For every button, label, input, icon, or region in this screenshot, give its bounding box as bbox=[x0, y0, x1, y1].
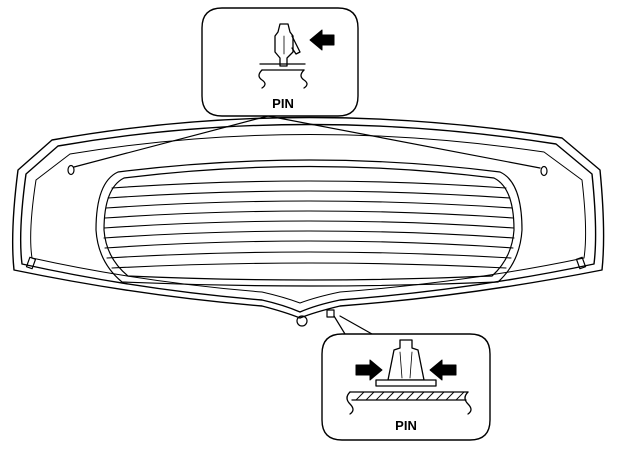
push-arrow-right-icon bbox=[429, 359, 457, 381]
pin-clip-side-icon bbox=[258, 23, 308, 89]
glass-panel bbox=[11, 116, 605, 319]
pin-clip-front-icon bbox=[346, 339, 472, 415]
bottom-pin-label: PIN bbox=[395, 418, 417, 433]
push-arrow-icon bbox=[309, 29, 335, 51]
defroster-grid-lines bbox=[103, 180, 515, 269]
pin-hole-left bbox=[67, 164, 75, 176]
bottom-callout: PIN bbox=[321, 333, 491, 441]
corner-marks bbox=[25, 256, 587, 270]
pin-hole-right bbox=[540, 165, 548, 177]
pin-square-bottom bbox=[326, 309, 335, 318]
bottom-leader-lines bbox=[333, 315, 373, 335]
top-leader-lines bbox=[73, 115, 541, 169]
top-pin-label: PIN bbox=[272, 96, 294, 111]
push-arrow-left-icon bbox=[355, 359, 383, 381]
pin-locations bbox=[67, 164, 548, 327]
top-callout: PIN bbox=[201, 7, 359, 117]
defroster-area bbox=[95, 159, 523, 287]
